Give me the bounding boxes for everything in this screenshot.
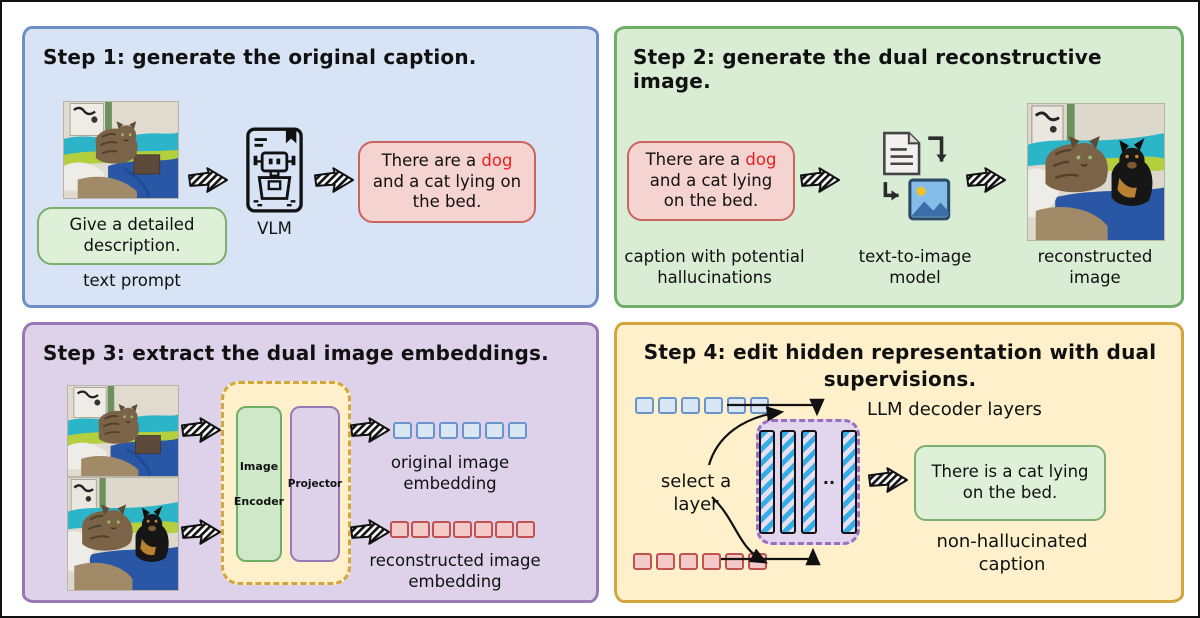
text-prompt-label: text prompt xyxy=(83,271,181,290)
hallucinated-word: dog xyxy=(481,151,513,171)
caption-label: caption with potential hallucinations xyxy=(624,247,805,287)
embedding-token-blue xyxy=(727,397,746,414)
text-prompt-text: Give a detailed description. xyxy=(69,215,195,255)
encoder-projector-container: Image Encoder Projector xyxy=(221,381,351,585)
text-to-image-icon xyxy=(879,129,953,226)
embedding-token-red xyxy=(702,553,721,570)
embedding-token-blue xyxy=(704,397,723,414)
embedding-token-blue xyxy=(658,397,677,414)
original-embedding-tokens xyxy=(635,397,769,414)
arrow-icon xyxy=(349,415,391,445)
embedding-token-red xyxy=(725,553,744,570)
original-embedding-label: original image embedding xyxy=(390,453,510,493)
decoder-ellipsis: ·· xyxy=(822,472,836,492)
text-prompt-box: Give a detailed description. xyxy=(37,207,227,265)
embedding-token-red xyxy=(411,521,430,538)
panel-step2: Step 2: generate the dual reconstructive… xyxy=(614,26,1184,308)
caption-text: There are a dog and a cat lying on the b… xyxy=(645,150,777,211)
step2-title: Step 2: generate the dual reconstructive… xyxy=(633,45,1102,93)
projector-label: Projector xyxy=(287,478,343,490)
reconstructed-embedding-tokens xyxy=(390,521,535,538)
embedding-token-red xyxy=(474,521,493,538)
decoder-layer-bar xyxy=(841,430,857,534)
embedding-token-blue xyxy=(750,397,769,414)
caption-text: There are a dog and a cat lying on the b… xyxy=(372,151,522,212)
arrow-icon xyxy=(313,165,355,195)
select-layer-label: select a layer xyxy=(660,471,732,515)
reconstructed-image xyxy=(67,477,179,591)
arrow-icon xyxy=(187,165,229,195)
decoder-layer-bar xyxy=(759,430,775,534)
hallucinated-caption-box: There are a dog and a cat lying on the b… xyxy=(627,141,795,221)
embedding-token-blue xyxy=(439,422,458,439)
embedding-token-red xyxy=(633,553,652,570)
embedding-token-blue xyxy=(681,397,700,414)
embedding-token-blue xyxy=(393,422,412,439)
arrow-icon xyxy=(180,415,222,445)
vlm-label: VLM xyxy=(257,219,292,238)
t2i-model-label: text-to-image model xyxy=(858,247,972,287)
original-image xyxy=(67,385,179,477)
decoder-layer-bar xyxy=(800,430,817,534)
reconstructed-image-label: reconstructed image xyxy=(1037,247,1153,287)
step4-title: Step 4: edit hidden representation with … xyxy=(643,340,1157,391)
non-hallucinated-label: non-hallucinated caption xyxy=(936,531,1088,575)
panel-step4: Step 4: edit hidden representation with … xyxy=(614,322,1184,603)
vlm-icon xyxy=(246,127,303,213)
projector-block: Projector xyxy=(287,406,343,562)
embedding-token-blue xyxy=(462,422,481,439)
embedding-token-red xyxy=(748,553,767,570)
reconstructed-image xyxy=(1027,103,1165,241)
llm-decoder-box: ·· xyxy=(756,419,860,545)
decoder-layers-label: LLM decoder layers xyxy=(867,399,1042,420)
embedding-token-red xyxy=(679,553,698,570)
step1-title: Step 1: generate the original caption. xyxy=(43,45,477,69)
embedding-token-blue xyxy=(635,397,654,414)
step3-title: Step 3: extract the dual image embedding… xyxy=(43,341,549,365)
panel-step1: Step 1: generate the original caption. G… xyxy=(22,26,599,308)
embedding-token-red xyxy=(432,521,451,538)
embedding-token-blue xyxy=(508,422,527,439)
arrow-icon xyxy=(349,517,391,547)
embedding-token-blue xyxy=(416,422,435,439)
arrow-icon xyxy=(867,465,909,495)
original-image xyxy=(63,101,179,199)
reconstructed-embedding-tokens xyxy=(633,553,767,570)
output-caption-text: There is a cat lying on the bed. xyxy=(931,462,1089,502)
decoder-layer-bar xyxy=(779,430,796,534)
arrow-icon xyxy=(965,165,1007,195)
embedding-token-red xyxy=(495,521,514,538)
image-encoder-label: Image xyxy=(239,460,279,473)
image-encoder-block: Image Encoder xyxy=(233,406,285,562)
hallucinated-caption-box: There are a dog and a cat lying on the b… xyxy=(358,141,536,223)
embedding-token-red xyxy=(516,521,535,538)
embedding-token-red xyxy=(453,521,472,538)
image-encoder-label: Encoder xyxy=(233,495,285,508)
embedding-token-blue xyxy=(485,422,504,439)
reconstructed-embedding-label: reconstructed image embedding xyxy=(369,551,541,591)
embedding-token-red xyxy=(390,521,409,538)
non-hallucinated-caption-box: There is a cat lying on the bed. xyxy=(914,445,1106,521)
embedding-token-red xyxy=(656,553,675,570)
panel-step3: Step 3: extract the dual image embedding… xyxy=(22,322,599,603)
arrow-icon xyxy=(799,165,841,195)
arrow-icon xyxy=(180,517,222,547)
original-embedding-tokens xyxy=(393,422,527,439)
hallucinated-word: dog xyxy=(745,150,777,170)
